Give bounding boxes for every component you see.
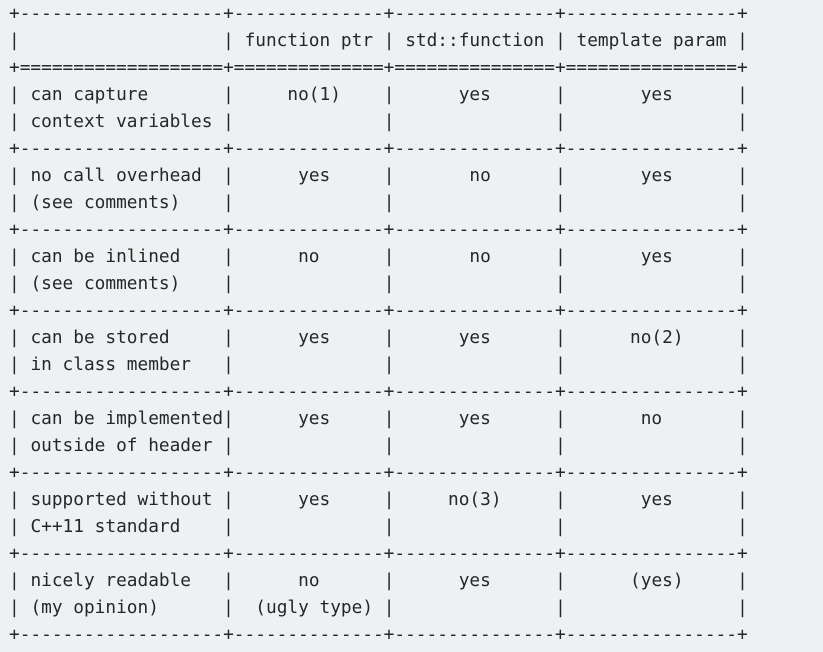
column-header: function ptr	[244, 30, 374, 51]
table-cell: no	[298, 246, 320, 267]
table-cell: no(1)	[287, 84, 341, 105]
column-header: template param	[576, 30, 727, 51]
feature-label: (see comments)	[30, 273, 181, 294]
table-cell: (ugly type)	[255, 597, 374, 618]
table-cell: yes	[458, 570, 491, 591]
table-cell: yes	[298, 408, 331, 429]
feature-label: can be implemented	[30, 408, 224, 429]
feature-label: (see comments)	[30, 192, 181, 213]
feature-label: nicely readable	[30, 570, 192, 591]
feature-label: C++11 standard	[30, 516, 181, 537]
table-cell: yes	[458, 327, 491, 348]
feature-label: can be stored	[30, 327, 170, 348]
feature-label: no call overhead	[30, 165, 202, 186]
table-cell: yes	[640, 489, 673, 510]
table-cell: yes	[458, 84, 491, 105]
table-cell: no(3)	[448, 489, 502, 510]
table-cell: no	[469, 246, 491, 267]
feature-label: context variables	[30, 111, 213, 132]
feature-label: can be inlined	[30, 246, 181, 267]
table-cell: (yes)	[630, 570, 684, 591]
table-cell: no	[469, 165, 491, 186]
table-cell: yes	[298, 327, 331, 348]
feature-label: can capture	[30, 84, 149, 105]
feature-label: supported without	[30, 489, 213, 510]
table-cell: yes	[458, 408, 491, 429]
table-cell: no	[640, 408, 663, 429]
table-cell: no(2)	[630, 327, 684, 348]
feature-label: (my opinion)	[30, 597, 159, 618]
table-cell: yes	[640, 84, 673, 105]
table-cell: no	[298, 570, 320, 591]
table-cell: yes	[298, 489, 331, 510]
table-cell: yes	[640, 246, 673, 267]
feature-label: in class member	[30, 354, 192, 375]
column-header: std::function	[405, 30, 545, 51]
table-cell: yes	[298, 165, 331, 186]
table-cell: yes	[640, 165, 673, 186]
feature-label: outside of header	[30, 435, 213, 456]
